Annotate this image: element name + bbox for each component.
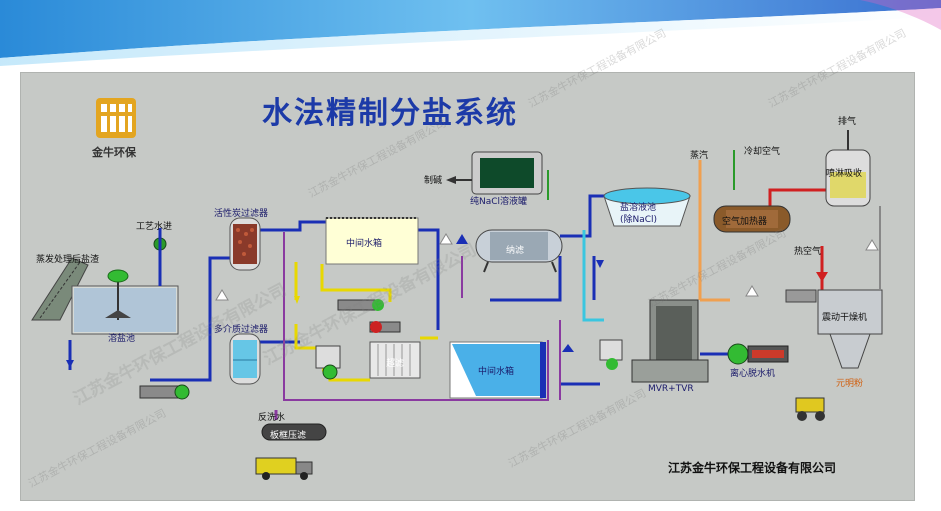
carbon-filter-icon (229, 217, 261, 271)
pump-icon (139, 384, 190, 400)
uf-unit-icon (369, 341, 421, 379)
label-nacl-tank: 纯NaCl溶液罐 (470, 197, 528, 207)
company-name: 江苏金牛环保工程设备有限公司 (668, 461, 837, 475)
sludge-press-icon (261, 423, 327, 441)
label-mvr: MVR+TVR (648, 384, 694, 394)
loader-icon (795, 397, 825, 421)
label-steam: 蒸汽 (690, 151, 709, 161)
label-brine-tank-1: 盐溶液池 (620, 203, 657, 213)
label-media-filter: 多介质过滤器 (214, 325, 269, 335)
label-product: 元明粉 (836, 379, 864, 389)
logo-name: 金牛环保 (92, 146, 136, 159)
label-process-water: 工艺水进 (136, 222, 173, 232)
mvr-evaporator-icon (631, 299, 709, 383)
label-uf: 超滤 (386, 359, 405, 369)
label-centrifuge: 离心脱水机 (730, 369, 776, 379)
label-carbon-filter: 活性炭过滤器 (214, 209, 269, 219)
label-feed: 蒸发处理后盐渣 (36, 255, 100, 265)
mid-tank-1-icon (325, 217, 419, 265)
centrifuge-icon (727, 343, 789, 365)
label-alkali: 制碱 (424, 176, 443, 186)
label-scrubber: 喷淋吸收 (826, 169, 863, 179)
label-dissolve-tank: 溶盐池 (108, 334, 136, 344)
label-air-heater: 空气加热器 (722, 217, 768, 227)
label-mid-tank-1: 中间水箱 (346, 239, 383, 249)
page-title: 水法精制分盐系统 (262, 96, 518, 131)
truck-icon (255, 457, 313, 480)
label-backwash: 反洗水 (258, 413, 286, 423)
dryer-icon (785, 206, 883, 369)
label-hot-air: 热空气 (794, 247, 822, 257)
nf-unit-icon (475, 229, 563, 273)
mid-tank-2-icon (449, 341, 546, 399)
header-swoosh (0, 0, 941, 66)
label-brine-tank-2: (除NaCl) (620, 215, 658, 225)
brine-tank-icon (603, 187, 691, 227)
nacl-tank-icon (471, 151, 543, 195)
scrubber-icon (825, 130, 871, 207)
label-nf: 纳滤 (506, 246, 525, 256)
media-filter-icon (229, 333, 261, 385)
air-heater-icon (713, 205, 791, 233)
conveyor-icon (31, 257, 89, 321)
label-exhaust: 排气 (838, 117, 857, 127)
label-mid-tank-2: 中间水箱 (478, 367, 515, 377)
label-dryer: 震动干燥机 (822, 313, 868, 323)
logo-icon (96, 98, 136, 138)
label-cold-air: 冷却空气 (744, 147, 781, 157)
label-sludge-tank: 板框压滤 (270, 431, 307, 441)
dissolve-tank-icon (71, 269, 179, 335)
